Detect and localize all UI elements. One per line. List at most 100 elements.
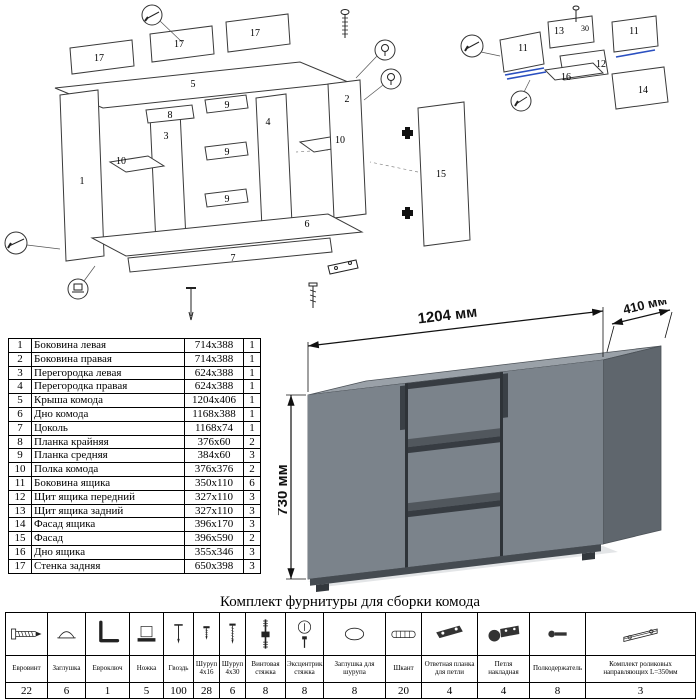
drawer-back-shape — [547, 15, 595, 49]
part-size: 350x110 — [184, 475, 244, 491]
screw-callout-icon — [4, 231, 28, 255]
screw-4x30-icon — [220, 614, 245, 654]
part-label: 17 — [174, 39, 184, 50]
bolt-icon — [340, 9, 350, 38]
part-label: 15 — [436, 169, 446, 180]
part-qty: 3 — [243, 489, 261, 505]
hardware-icon-cell — [585, 612, 696, 656]
drawer-detail-panels — [499, 15, 669, 110]
hardware-label: Шуруп 4x16 — [193, 655, 220, 683]
part-label: 14 — [638, 85, 648, 96]
panel-gap — [500, 371, 503, 557]
hardware-label: Эксцентрик. стяжка — [285, 655, 324, 683]
part-size: 714x388 — [184, 338, 244, 353]
part-name: Щит ящика передний — [31, 489, 185, 505]
hex-key-icon — [86, 614, 129, 654]
part-label: 3 — [164, 131, 169, 142]
plinth-shape — [127, 237, 333, 273]
part-qty: 1 — [243, 338, 261, 353]
part-qty: 2 — [243, 531, 261, 546]
hardware-icon-cell — [193, 612, 220, 656]
part-qty: 3 — [243, 558, 261, 574]
shelf-shape — [108, 155, 166, 173]
drawer-front — [408, 436, 500, 504]
part-label: 9 — [225, 194, 230, 205]
middle-plank-shape — [204, 94, 249, 114]
dimension-annotations: 1204 мм 410 мм 730 мм — [278, 300, 673, 580]
hardware-label: Заглушка — [47, 655, 86, 683]
part-label: 10 — [116, 156, 126, 167]
part-name: Боковина правая — [31, 351, 185, 367]
part-label: 8 — [168, 110, 173, 121]
leg — [582, 551, 595, 561]
hardware-qty: 3 — [585, 682, 696, 699]
drawer-handle-groove — [408, 372, 500, 390]
part-qty: 1 — [243, 379, 261, 395]
right-side-shape — [327, 79, 367, 219]
part-num: 6 — [8, 406, 32, 422]
part-label: 12 — [596, 59, 606, 70]
part-name: Щит ящика задний — [31, 503, 185, 519]
part-label: 2 — [345, 94, 350, 105]
middle-plank-shape — [204, 188, 249, 208]
rail-bracket-icon — [327, 259, 359, 275]
part-size: 396x590 — [184, 531, 244, 546]
roller-rail-icon — [504, 49, 656, 80]
width-dimension-label: 1204 мм — [417, 304, 478, 328]
part-label: 1 — [80, 176, 85, 187]
strike-plate-icon — [422, 614, 477, 654]
drawer-side-shape — [499, 31, 545, 73]
screw-plug-icon — [324, 614, 385, 654]
depth-dimension-label: 410 мм — [622, 300, 669, 317]
cabinet-panels — [54, 13, 471, 273]
part-qty: 3 — [243, 544, 261, 560]
part-num: 5 — [8, 393, 32, 408]
screw-icon — [308, 282, 318, 308]
hardware-icon-cell — [219, 612, 246, 656]
left-door — [308, 383, 405, 579]
part-label: 16 — [561, 72, 571, 83]
part-qty: 3 — [243, 448, 261, 464]
hardware-icon-cell — [5, 612, 48, 656]
part-name: Фасад ящика — [31, 517, 185, 533]
edge-plank-shape — [145, 104, 195, 124]
drawer-handle-groove — [408, 500, 500, 518]
part-num: 17 — [8, 558, 32, 574]
part-qty: 3 — [243, 503, 261, 519]
part-num: 3 — [8, 365, 32, 381]
eccentric-callout-icon — [380, 68, 402, 90]
leg — [316, 583, 329, 593]
hardware-icon-cell — [245, 612, 286, 656]
hardware-icon-cell — [323, 612, 386, 656]
part-num: 13 — [8, 503, 32, 519]
exploded-assembly-diagram: 17 17 17 5 1 8 3 9 9 9 10 10 4 2 6 7 15 … — [4, 4, 669, 321]
part-num: 10 — [8, 462, 32, 477]
part-label: 10 — [335, 135, 345, 146]
hardware-label: Шуруп 4x30 — [219, 655, 246, 683]
hardware-label: Полкодержатель — [529, 655, 586, 683]
leader-lines — [26, 20, 531, 282]
part-size: 1204x406 — [184, 393, 244, 408]
hardware-label: Заглушка для шурупа — [323, 655, 386, 683]
shelf-pin-icon — [530, 614, 585, 654]
part-qty: 1 — [243, 406, 261, 422]
hardware-qty: 20 — [385, 682, 422, 699]
hardware-qty: 8 — [245, 682, 286, 699]
part-size: 396x170 — [184, 517, 244, 533]
part-num: 16 — [8, 544, 32, 560]
part-name: Стенка задняя — [31, 558, 185, 574]
leg-callout-icon — [67, 278, 89, 300]
part-size: 1168x74 — [184, 420, 244, 436]
part-num: 2 — [8, 351, 32, 367]
left-door-handle-groove — [400, 385, 405, 431]
dowel-icon — [386, 614, 421, 654]
part-labels: 17 17 17 5 1 8 3 9 9 9 10 10 4 2 6 7 15 … — [80, 24, 649, 264]
